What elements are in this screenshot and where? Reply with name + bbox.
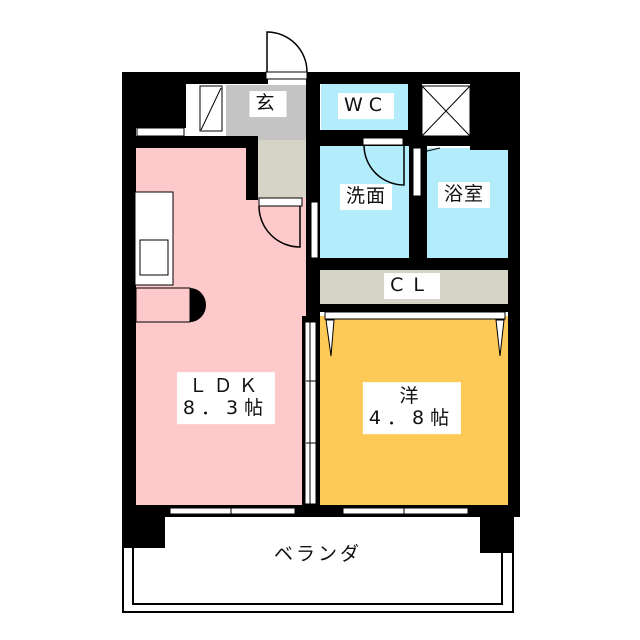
washroom-label: 洗面: [339, 184, 393, 210]
balcony-windows: [169, 505, 469, 517]
walls: [122, 72, 520, 553]
entrance-door: [265, 31, 308, 80]
entrance-label: 玄: [249, 91, 287, 117]
closet-door-right-fold: [495, 319, 505, 357]
pipe-shaft: [421, 85, 471, 137]
ldk-name: ＬＤＫ: [188, 375, 264, 398]
kitchen-bar-counter: [135, 287, 206, 323]
western-label: 洋 4．8帖: [362, 382, 462, 434]
closet-door-left-fold: [325, 319, 335, 357]
ldk-label: ＬＤＫ 8．3帖: [176, 372, 276, 424]
closet-door: [324, 311, 506, 320]
western-size: 4．8帖: [368, 407, 456, 429]
shoe-closet: [199, 85, 223, 132]
bath-door-swing: [422, 147, 441, 153]
closet-label: CL: [384, 273, 440, 299]
hall-floor: [258, 140, 306, 198]
kitchen-counter: [134, 191, 174, 286]
western-name: 洋: [399, 385, 425, 408]
ldk-door: [258, 197, 303, 248]
small-storage: [136, 127, 185, 137]
balcony-label: ベランダ: [273, 543, 363, 566]
balcony-outline: [122, 511, 514, 613]
washroom-door: [362, 137, 405, 186]
sliding-partition: [304, 321, 320, 505]
wc-label: WC: [337, 93, 395, 119]
ldk-size: 8．3帖: [182, 397, 270, 419]
bathroom-label: 浴室: [437, 182, 491, 208]
bath-door: [412, 147, 422, 197]
washroom-sliding-door: [310, 201, 319, 259]
